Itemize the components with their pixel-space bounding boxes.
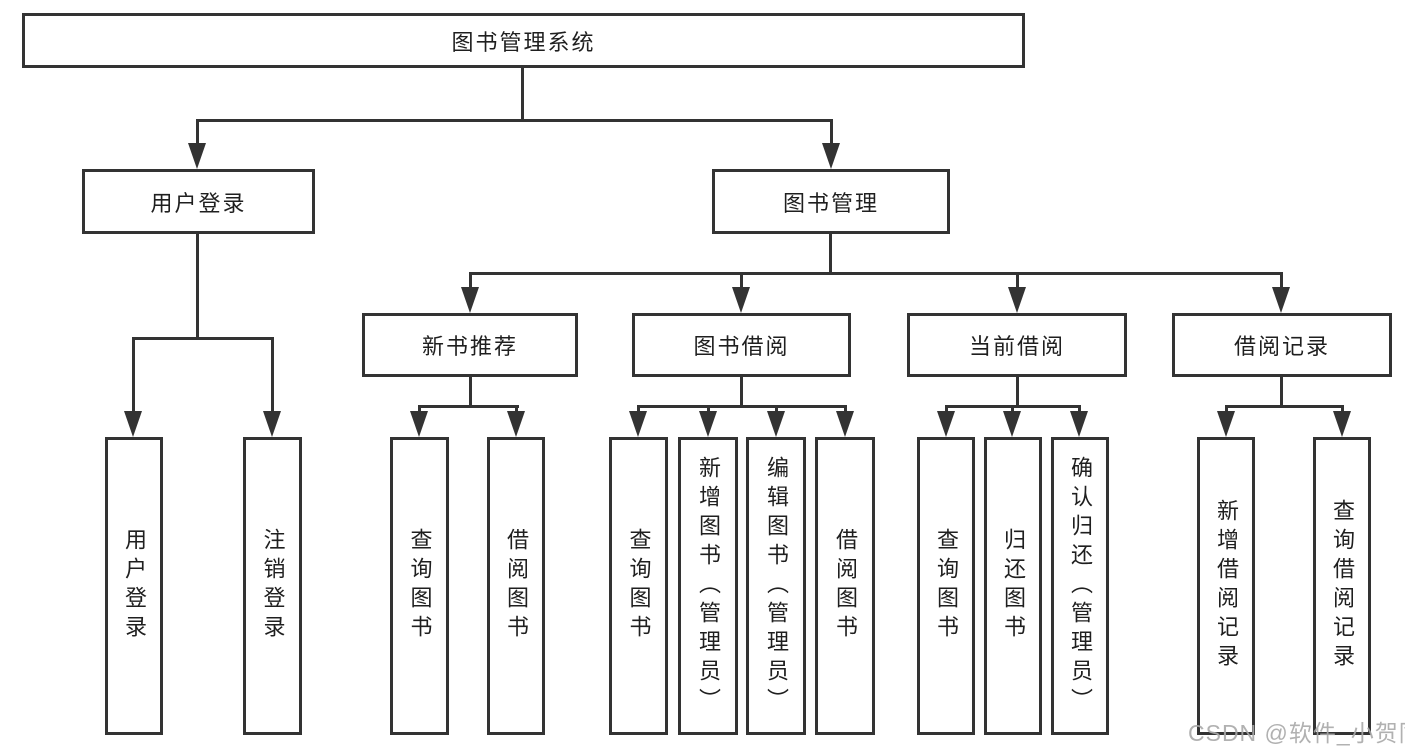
node-book-management: 图书管理 (712, 169, 950, 234)
arrowhead-icon (507, 411, 525, 437)
leaf-borrow-books-recommend: 借阅图书 (487, 437, 545, 735)
node-user-login: 用户登录 (82, 169, 315, 234)
arrowhead-icon (1003, 411, 1021, 437)
node-new-book-recommendation: 新书推荐 (362, 313, 578, 377)
leaf-label: 查询图书 (407, 528, 433, 644)
connector-line (1016, 272, 1019, 292)
arrowhead-icon (937, 411, 955, 437)
leaf-label: 编辑图书（管理员） (764, 455, 789, 717)
leaf-query-books-current: 查询图书 (917, 437, 975, 735)
connector-line (1280, 377, 1283, 408)
arrowhead-icon (767, 411, 785, 437)
node-current-borrowing: 当前借阅 (907, 313, 1127, 377)
leaf-user-login: 用户登录 (105, 437, 163, 735)
leaf-query-books-recommend: 查询图书 (390, 437, 449, 735)
leaf-label: 归还图书 (1001, 528, 1026, 644)
connector-line (1280, 272, 1283, 292)
connector-line (133, 337, 274, 340)
connector-line (469, 377, 472, 408)
connector-line (469, 272, 1283, 275)
arrowhead-icon (188, 143, 206, 169)
node-root-library-system: 图书管理系统 (22, 13, 1025, 68)
leaf-add-borrow-record: 新增借阅记录 (1197, 437, 1255, 735)
leaf-label: 确认归还（管理员） (1068, 455, 1093, 717)
leaf-label: 新增图书（管理员） (696, 455, 721, 717)
arrowhead-icon (1070, 411, 1088, 437)
connector-line (740, 377, 743, 408)
leaf-label: 借阅图书 (504, 528, 529, 644)
connector-line (740, 272, 743, 292)
node-book-borrowing: 图书借阅 (632, 313, 851, 377)
connector-line (1225, 405, 1343, 408)
node-label: 图书管理 (782, 190, 879, 216)
leaf-edit-book-admin: 编辑图书（管理员） (746, 437, 806, 735)
node-label: 当前借阅 (968, 334, 1065, 359)
connector-line (830, 119, 833, 151)
arrowhead-icon (461, 287, 479, 313)
arrowhead-icon (124, 411, 142, 437)
arrowhead-icon (410, 411, 428, 437)
leaf-label: 查询图书 (934, 528, 959, 644)
connector-line (196, 119, 199, 151)
node-label: 用户登录 (150, 190, 247, 216)
leaf-query-books-borrowing: 查询图书 (609, 437, 668, 735)
node-label: 图书借阅 (693, 334, 790, 359)
leaf-label: 注销登录 (260, 528, 286, 644)
arrowhead-icon (822, 143, 840, 169)
connector-line (1016, 377, 1019, 408)
connector-line (521, 68, 524, 121)
leaf-label: 用户登录 (122, 528, 147, 644)
leaf-borrow-books-borrowing: 借阅图书 (815, 437, 875, 735)
connector-line (418, 405, 519, 408)
node-label: 借阅记录 (1233, 334, 1330, 359)
arrowhead-icon (836, 411, 854, 437)
connector-line (197, 119, 833, 122)
arrowhead-icon (1217, 411, 1235, 437)
connector-line (637, 405, 847, 408)
arrowhead-icon (732, 287, 750, 313)
connector-line (469, 272, 472, 292)
connector-line (132, 337, 135, 417)
arrowhead-icon (1008, 287, 1026, 313)
leaf-label: 新增借阅记录 (1214, 499, 1239, 673)
node-borrowing-records: 借阅记录 (1172, 313, 1392, 377)
leaf-label: 查询图书 (626, 528, 652, 644)
node-label: 新书推荐 (421, 334, 518, 359)
leaf-query-borrow-record: 查询借阅记录 (1313, 437, 1371, 735)
connector-line (196, 234, 199, 340)
connector-line (271, 337, 274, 417)
arrowhead-icon (1333, 411, 1351, 437)
node-label: 图书管理系统 (451, 29, 596, 55)
arrowhead-icon (629, 411, 647, 437)
leaf-return-book: 归还图书 (984, 437, 1042, 735)
arrowhead-icon (263, 411, 281, 437)
connector-line (829, 234, 832, 275)
arrowhead-icon (1272, 287, 1290, 313)
leaf-label: 借阅图书 (833, 528, 858, 644)
leaf-add-book-admin: 新增图书（管理员） (678, 437, 738, 735)
leaf-confirm-return-admin: 确认归还（管理员） (1051, 437, 1109, 735)
leaf-logout: 注销登录 (243, 437, 302, 735)
csdn-watermark: CSDN @软件_小贺同学 (1188, 720, 1405, 746)
arrowhead-icon (699, 411, 717, 437)
leaf-label: 查询借阅记录 (1330, 499, 1355, 673)
